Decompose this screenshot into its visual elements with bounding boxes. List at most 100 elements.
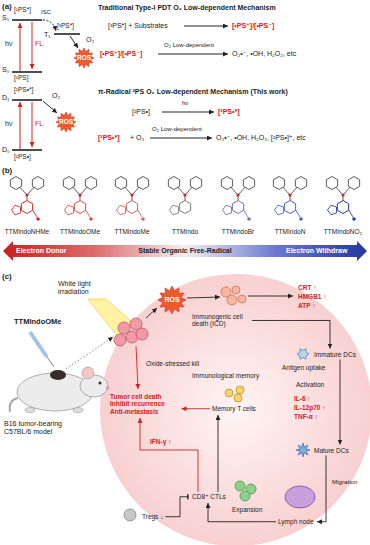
light-beam [88,299,132,337]
text-label: White light irradiation [58,280,110,296]
text-label: TNF-α ↑ [294,413,318,420]
node-text: Lymph node [278,518,314,525]
cell-label: Tumor cell death Inhibit recurrence Anti… [108,392,180,416]
text-label: ISC [41,9,51,16]
arrow-connector [208,503,276,522]
molecule-structure [168,177,201,215]
text-label: O₂ Low-dependent [164,42,214,49]
text-label: (b) [2,166,12,175]
text-label: O₂•⁻, •OH, H₂O₂, [²PS•]⁺, etc [216,134,306,142]
cell-label: Lymph node [276,517,316,526]
text-label: IL-6 ↑ [294,395,311,402]
node-text: Tregs ↓ [142,513,163,520]
molecule-structure [221,177,254,221]
treg-cell [124,509,136,521]
text-label: CRT ↑ [298,284,316,291]
arrow-connector [218,415,219,492]
text-label: O₂•⁻, •OH, H₂O₂, etc [232,50,296,58]
tumor-cells [114,318,148,346]
text-label: [²PS•*] [218,108,240,116]
molecule-structure [63,177,96,221]
text-label: O₂ [52,92,60,100]
tumor-region [100,274,370,545]
arrow-connector [317,455,326,521]
immature-dc-icon [297,349,309,359]
text-label: D₁ [2,94,9,102]
text-label: ATP ↑ [298,302,315,309]
text-label: [²PS•*] [98,134,120,142]
text-label: FL [35,40,43,48]
text-label: Traditional Type-I PDT O₂ Low-dependent … [98,4,276,12]
lymph-node-icon [285,486,315,508]
text-label: TTMIndoNHMe [1,228,53,235]
cell-label: Immunogenic cell death (ICD) [190,312,252,329]
node-text: Memory T cells [212,405,256,412]
text-label: ROS [74,54,94,61]
text-label: Migration [332,478,357,485]
text-label: O₂ [86,36,94,44]
text-label: hν [5,40,12,48]
text-label: TTMIndoMe [106,228,158,235]
text-label: [¹PS] [14,74,28,81]
icd-cells [221,286,246,305]
text-label: B16 tumor-bearing C57BL/6 model [4,420,79,436]
text-label: S₁ [2,14,9,22]
text-label: T₁ [44,31,51,39]
gradient-arrow [3,241,367,261]
text-label: D₀ [2,146,10,154]
arrow-connector [340,359,341,444]
text-label: Antigen uptake [282,364,325,371]
text-label: IFN-γ ↑ [150,438,171,445]
cell-label: CD8⁺ CTLs [190,492,228,501]
memory-cells [225,386,244,402]
node-text: Tumor cell death Inhibit recurrence Anti… [110,393,178,415]
text-label: Stable Organic Free-Radical [85,247,285,255]
text-label: S₀ [2,66,10,74]
arrow-connector [140,418,198,492]
text-label: Immunological memory [192,372,259,379]
text-label: π-Radical ²PS O₂ Low-dependent Mechanism… [98,88,288,96]
cell-label: Tregs ↓ [140,512,165,521]
text-label: hν [5,120,12,128]
text-label: [²PS•] [14,153,31,160]
text-label: Electron Donor [16,247,67,255]
text-label: TTMIndoN [264,228,316,235]
arrow-connector [165,497,188,517]
pathway-arrows [136,296,293,389]
text-label: IL-12p70 ↑ [294,404,325,411]
text-label: [²PS•] [132,108,150,116]
node-text: Immunogenic cell death (ICD) [192,313,250,328]
energy-levels [12,20,80,150]
ros-burst [158,286,186,314]
mature-dc-icon [296,443,310,457]
text-label: Expansion [232,506,262,513]
text-label: [•PS⁺]/[•PS⁻] [232,22,274,30]
text-label: Oxide-stressed kill [146,360,199,367]
text-label: Electron Withdraw [286,247,347,255]
molecule-structure [326,177,359,221]
molecule-structure [10,177,43,221]
text-label: ROS [160,296,184,304]
text-label: ROS [56,118,76,125]
syringe [30,332,54,367]
text-label: [³PS*] + Substrates [108,22,168,30]
node-text: Immature DCs [314,351,356,358]
text-label: [•PS⁺]/[•PS⁻] [100,50,142,58]
text-label: + O₂ [130,134,144,142]
text-label: TTMIndo [159,228,211,235]
text-label: [²PS•*] [14,86,33,93]
text-label: HMGB1 ↑ [298,293,327,300]
cell-label: Mature DCs [312,446,351,455]
mouse-figure [10,367,109,413]
arrow-connector [182,408,211,409]
text-label: (c) [2,272,12,281]
text-label: (a) [2,2,12,11]
text-label: hν [182,100,188,107]
node-text: CD8⁺ CTLs [192,493,226,500]
molecule-structure [273,177,306,221]
text-label: Activation [296,381,324,388]
cell-label: Immature DCs [312,350,358,359]
